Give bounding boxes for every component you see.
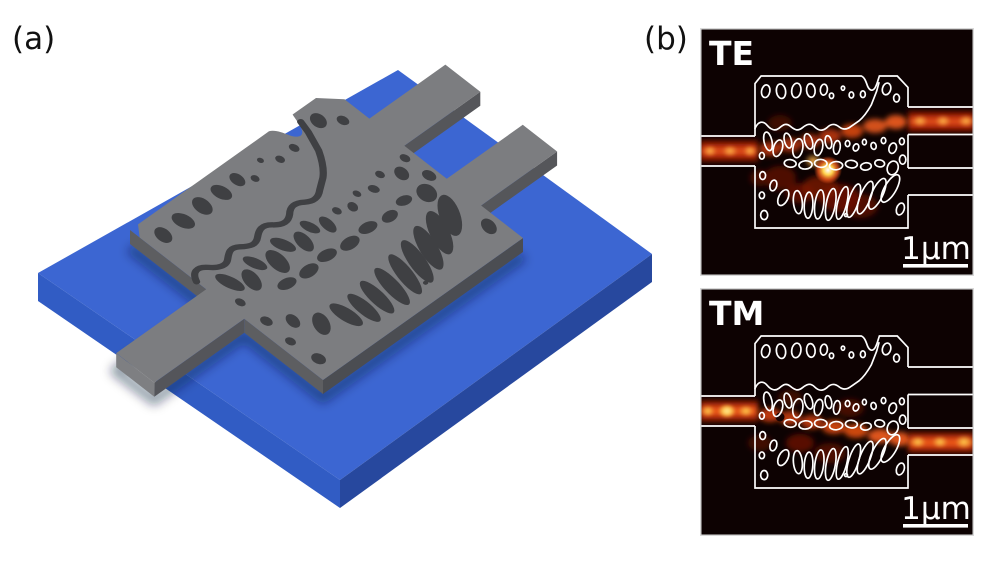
device-side-faces (116, 91, 558, 397)
tm-field-intensity (700, 390, 974, 463)
tm-scale-label: 1µm (901, 491, 971, 527)
waveguide-lines (700, 106, 974, 196)
panel-frame (700, 28, 974, 276)
te-scale-label: 1µm (901, 231, 971, 267)
te-scale-bar: 1µm (901, 231, 971, 268)
waveguide-lines (700, 366, 974, 456)
panel-frame (700, 288, 974, 536)
tm-structure-outline (700, 366, 974, 456)
tm-scale-bar: 1µm (901, 491, 971, 528)
te-hotspot (814, 156, 842, 184)
tm-label: TM (709, 294, 764, 333)
tm-dark-node (775, 412, 785, 422)
te-label: TE (709, 34, 754, 73)
subfigure-label-b: (b) (644, 21, 688, 57)
te-field-map: TE 1µm (700, 28, 974, 276)
device-3d-render (38, 34, 652, 508)
tm-field-map: TM 1µm (700, 288, 974, 536)
substrate-left-face (38, 273, 340, 508)
te-structure-outline (700, 106, 974, 196)
subfigure-label-a: (a) (12, 21, 56, 57)
substrate-right-face (340, 254, 652, 508)
